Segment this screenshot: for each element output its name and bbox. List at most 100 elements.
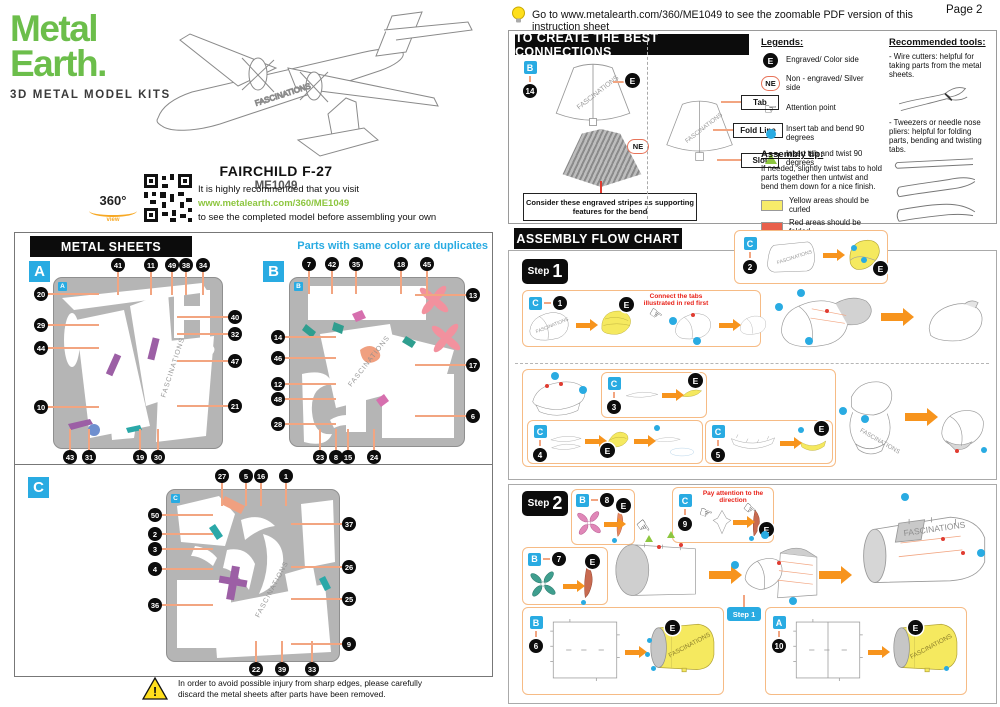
part-number: 6 [466, 409, 480, 423]
part-callout-29: 29 [34, 318, 99, 332]
callout-leader-line [159, 604, 213, 606]
step1-region: Step 1 C 2 FASCINATIONS E [508, 230, 997, 480]
callout-leader-line [177, 333, 231, 335]
callout-leader-line [139, 429, 141, 453]
non-engraved-badge: NE [627, 139, 649, 154]
leader-line [743, 595, 745, 607]
sheet-a-corner-letter: A [58, 282, 67, 291]
bend-dot [579, 386, 587, 394]
half-fuselage-sketch [615, 543, 696, 596]
part-number: 44 [34, 341, 48, 355]
arrow-icon [634, 435, 656, 447]
legends-block: Legends: E Engraved/ Color side NE Non -… [761, 37, 879, 175]
legend-engraved-row: E Engraved/ Color side [761, 53, 879, 68]
sheet-letter-badge: C [607, 377, 621, 390]
part-number: 46 [271, 351, 285, 365]
part-callout-40: 40 [177, 310, 242, 324]
part-callout-37: 37 [291, 517, 356, 531]
part-number: 34 [196, 258, 210, 272]
plane-illustration: FASCINATIONS [156, 11, 473, 157]
engraved-badge: E [908, 620, 923, 635]
part-number: 24 [367, 450, 381, 464]
bend-dot [654, 425, 660, 431]
model-360-url[interactable]: www.metalearth.com/360/ME1049 [198, 197, 350, 209]
sheet-letter-badge: C [678, 494, 692, 507]
part-number: 23 [313, 450, 327, 464]
part-sketch [737, 311, 769, 339]
part-number: 2 [148, 527, 162, 541]
sheet-section-divider [15, 464, 492, 465]
engraved-badge: E [814, 421, 829, 436]
red-tab-dot [679, 543, 683, 547]
callout-leader-line [282, 398, 336, 400]
part-number: 26 [342, 560, 356, 574]
tools-title: Recommended tools: [889, 37, 986, 48]
assembly-tip-title: Assembly tip: [761, 149, 824, 160]
result-sketch [928, 300, 983, 342]
bend-dot [647, 638, 652, 643]
assembly-sketch [532, 381, 586, 416]
part-number: 48 [271, 392, 285, 406]
part-number: 3 [148, 542, 162, 556]
metal-earth-logo: Metal Earth. 3D METAL MODEL KITS [10, 10, 171, 100]
bend-dot [805, 337, 813, 345]
bend-dot [651, 666, 656, 671]
recommend-line2: to see the completed model before assemb… [198, 211, 437, 223]
part-callout-39: 39 [275, 641, 289, 676]
part-sketch [653, 437, 681, 442]
arrow-icon [819, 566, 852, 584]
connect-note: Connect the tabs illustrated in red firs… [643, 293, 709, 308]
panel-divider [647, 37, 648, 219]
bend-dot [761, 531, 769, 539]
flow-box-c9: C 9 Pay attention to the direction ☞ ☞ E [672, 487, 774, 543]
curled-tube-sketch: FASCINATIONS [643, 616, 721, 680]
step-number: 1 [552, 261, 563, 281]
step2-region: Step 2 B 8 E C 9 Pay attenti [508, 484, 997, 704]
part-number: 13 [466, 288, 480, 302]
part-number-badge: 10 [772, 639, 786, 653]
warning-triangle-icon: ! [142, 677, 168, 700]
part-number: 30 [151, 450, 165, 464]
part-number: 16 [254, 469, 268, 483]
page-number: Page 2 [946, 4, 983, 16]
callout-leader-line [285, 480, 287, 506]
part-number-badge: 5 [711, 448, 725, 462]
callout-leader-line [255, 641, 257, 665]
sheet-letter-badge: C [533, 425, 547, 438]
part-number: 42 [325, 257, 339, 271]
callout-leader-line [291, 566, 345, 568]
part-number-badge: 9 [678, 517, 692, 531]
arrow-icon [563, 580, 585, 592]
part-number: 31 [82, 450, 96, 464]
part-sketch [625, 392, 659, 398]
callout-leader-line [282, 336, 336, 338]
curled-part-sketch [799, 440, 827, 451]
arrow-icon [905, 408, 938, 426]
legend-attention-text: Attention point [786, 103, 836, 113]
part-callout-32: 32 [177, 327, 242, 341]
qr-code [142, 172, 194, 224]
callout-leader-line [415, 364, 469, 366]
callout-leader-line [415, 415, 469, 417]
callout-leader-line [177, 316, 231, 318]
badge-connector [539, 440, 541, 446]
part-callout-18: 18 [394, 257, 408, 294]
connections-example-ref: B 14 [523, 61, 537, 98]
badge-connector [749, 252, 751, 258]
part-callout-43: 43 [63, 429, 77, 464]
callout-leader-line [347, 429, 349, 453]
model-code: ME1049 [254, 180, 298, 192]
curled-tube-sketch: FASCINATIONS [886, 616, 964, 680]
red-tab-dot [657, 545, 661, 549]
callout-leader-line [159, 533, 213, 535]
step1-reference-badge: Step 1 [727, 607, 761, 621]
red-tab-dot [559, 382, 563, 386]
flat-part-sketch: FASCINATIONS [767, 241, 815, 273]
recommend-line1: It is highly recommended that you visit [198, 184, 360, 195]
part-callout-19: 19 [133, 429, 147, 464]
arrow-icon [733, 516, 755, 528]
sheet-a-badge: A [29, 261, 50, 282]
part-number: 11 [144, 258, 158, 272]
part-number-badge: 2 [743, 260, 757, 274]
